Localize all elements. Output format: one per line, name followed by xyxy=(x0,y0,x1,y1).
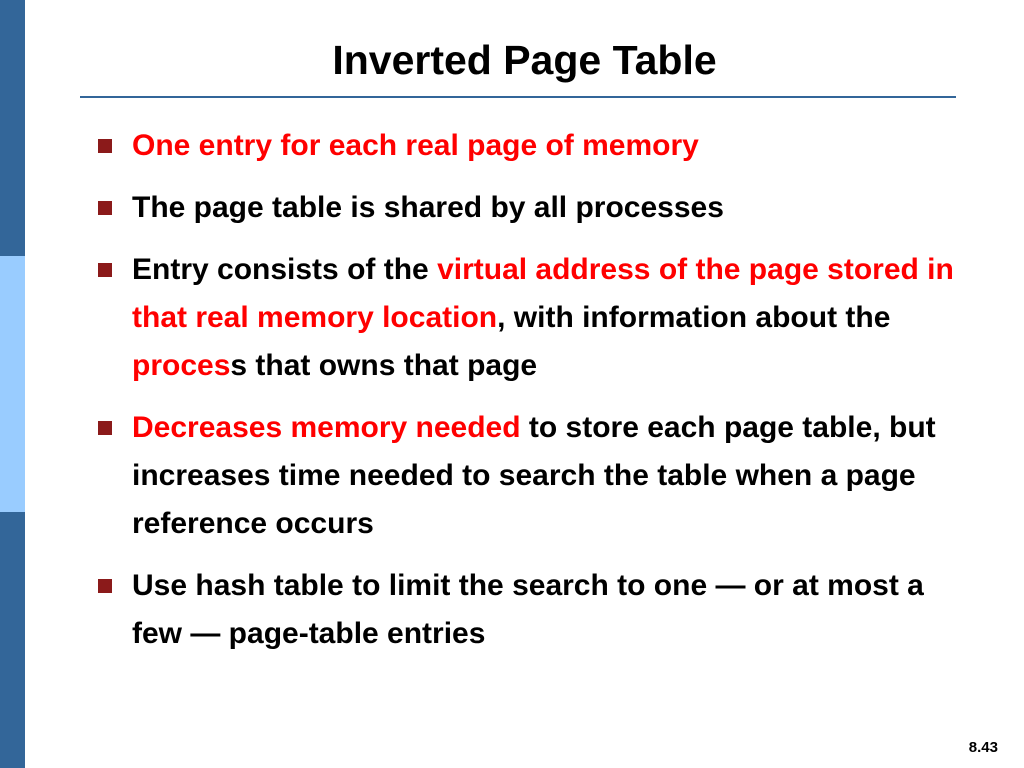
bullet-item: Entry consists of the virtual address of… xyxy=(96,246,966,390)
bullet-item: Decreases memory needed to store each pa… xyxy=(96,404,966,548)
bullet-text: , with information about the xyxy=(497,301,891,334)
bullet-text: Entry consists of the xyxy=(132,253,438,286)
square-bullet-icon xyxy=(98,263,112,277)
bullet-text-highlight: proces xyxy=(132,349,231,382)
bullet-text: The page table is shared by all processe… xyxy=(132,191,724,224)
square-bullet-icon xyxy=(98,139,112,153)
sidebar-band-top xyxy=(0,0,25,256)
title-divider xyxy=(80,96,956,98)
bullet-text: to store each page table, but increases … xyxy=(132,411,936,540)
bullet-item: The page table is shared by all processe… xyxy=(96,184,966,232)
square-bullet-icon xyxy=(98,201,112,215)
bullet-list: One entry for each real page of memory T… xyxy=(96,122,966,672)
bullet-text: Use hash table to limit the search to on… xyxy=(132,569,924,650)
bullet-text-highlight: One entry for each real page of memory xyxy=(132,129,699,162)
sidebar-band-middle xyxy=(0,256,25,512)
sidebar-band-bottom xyxy=(0,512,25,768)
bullet-item: One entry for each real page of memory xyxy=(96,122,966,170)
page-number: 8.43 xyxy=(968,739,998,756)
bullet-item: Use hash table to limit the search to on… xyxy=(96,562,966,658)
slide-title: Inverted Page Table xyxy=(332,37,717,83)
square-bullet-icon xyxy=(98,579,112,593)
bullet-text: s that owns that page xyxy=(230,349,538,382)
bullet-text-highlight: Decreases memory needed xyxy=(132,411,521,444)
square-bullet-icon xyxy=(98,421,112,435)
bullet-text-highlight: virtual address of the page stored in th… xyxy=(132,253,954,334)
